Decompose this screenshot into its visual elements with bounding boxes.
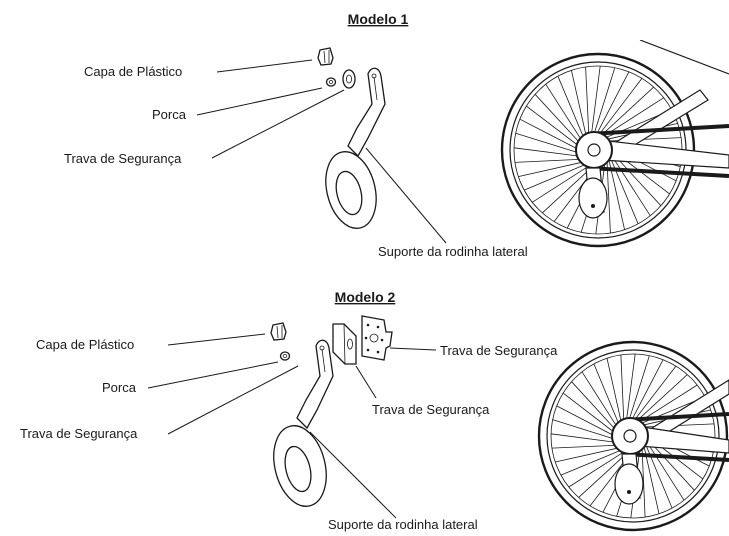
model-2-training-wheel bbox=[273, 425, 327, 507]
model-1-wheel-bracket-part bbox=[347, 67, 386, 158]
wheel-spoke bbox=[590, 65, 601, 138]
wheel-spoke bbox=[571, 70, 588, 142]
wheel-spoke bbox=[551, 444, 623, 449]
model-2-label-nut: Porca bbox=[102, 380, 137, 395]
model-1-safety-lock-part bbox=[342, 69, 356, 89]
model-2-label-safety-lock: Trava de Segurança bbox=[20, 426, 138, 441]
model-2-safety-lock-plate-folded bbox=[332, 323, 357, 365]
wheel-spoke bbox=[602, 97, 665, 138]
wheel-spoke bbox=[581, 371, 621, 432]
wheel-spoke bbox=[534, 94, 585, 148]
wheel-spoke bbox=[641, 446, 646, 518]
model-2-bicycle-rear-wheel-illustration bbox=[537, 340, 729, 532]
wheel-spoke bbox=[568, 448, 629, 488]
model-2-safety-lock-plate-holed bbox=[361, 315, 393, 361]
wheel-spoke bbox=[595, 71, 630, 137]
model-1-label-nut: Porca bbox=[152, 107, 187, 122]
model-2-label-safety-lock-plate-right: Trava de Segurança bbox=[440, 343, 558, 358]
wheel-spoke bbox=[562, 392, 620, 437]
wheel-spoke bbox=[514, 158, 588, 163]
model-2-section: Modelo 2 Capa de Plástico Porca Trava de… bbox=[20, 289, 729, 532]
wheel-spoke bbox=[610, 154, 651, 217]
wheel-spoke bbox=[593, 363, 622, 430]
wheel-spoke bbox=[571, 381, 620, 434]
wheel-spoke bbox=[632, 365, 677, 423]
wheel-spoke bbox=[531, 162, 594, 203]
model-1-leader-cap bbox=[216, 59, 313, 73]
model-1-bicycle-rear-wheel-illustration bbox=[500, 40, 729, 248]
model-1-label-safety-lock: Trava de Segurança bbox=[64, 151, 182, 166]
wheel-spoke bbox=[635, 374, 688, 423]
wheel-spoke bbox=[597, 78, 643, 137]
model-2-label-plastic-cap: Capa de Plástico bbox=[36, 337, 134, 352]
model-2-leader-plate-below bbox=[355, 365, 377, 399]
model-1-leader-nut bbox=[196, 87, 323, 116]
wheel-spoke bbox=[592, 67, 616, 137]
wheel-spoke bbox=[560, 447, 627, 476]
model-1-section: Modelo 1 Capa de Plástico Porca Trava de… bbox=[64, 11, 729, 259]
model-1-nut-part bbox=[325, 77, 337, 87]
wheel-spoke bbox=[645, 440, 685, 501]
model-1-label-plastic-cap: Capa de Plástico bbox=[84, 64, 182, 79]
model-2-leader-cap bbox=[167, 333, 266, 346]
model-2-leader-plate-right bbox=[389, 347, 437, 351]
wheel-spoke bbox=[606, 160, 611, 234]
model-1-leader-lock bbox=[211, 89, 345, 159]
wheel-spoke bbox=[524, 161, 592, 191]
wheel-spoke bbox=[585, 66, 590, 140]
model-2-label-wheel-bracket: Suporte da rodinha lateral bbox=[328, 517, 478, 532]
model-1-leader-bracket bbox=[365, 147, 447, 244]
model-2-leader-lock bbox=[167, 365, 299, 435]
model-2-leader-bracket bbox=[309, 431, 397, 519]
wheel-spoke bbox=[620, 354, 625, 426]
wheel-spoke bbox=[606, 358, 623, 428]
wheel-spoke bbox=[557, 76, 587, 144]
wheel-spoke bbox=[519, 118, 585, 153]
wheel-spoke bbox=[552, 419, 620, 442]
wheel-spoke bbox=[550, 433, 621, 444]
model-2-nut-part bbox=[279, 351, 291, 361]
wheel-spoke bbox=[630, 359, 664, 423]
wheel-spoke bbox=[637, 384, 698, 424]
wheel-spoke bbox=[513, 147, 586, 158]
model-2-label-safety-lock-plate-below: Trava de Segurança bbox=[372, 402, 490, 417]
model-1-label-wheel-bracket: Suporte da rodinha lateral bbox=[378, 244, 528, 259]
model-2-leader-nut bbox=[147, 361, 279, 389]
wheel-spoke bbox=[555, 446, 625, 463]
wheel-spoke bbox=[515, 132, 585, 156]
model-2-wheel-bracket-part bbox=[296, 339, 334, 430]
wheel-spoke bbox=[600, 86, 654, 137]
model-1-title: Modelo 1 bbox=[348, 11, 409, 27]
model-2-title: Modelo 2 bbox=[335, 289, 396, 305]
wheel-spoke bbox=[625, 353, 636, 424]
model-1-plastic-cap-part bbox=[317, 47, 334, 66]
model-1-training-wheel bbox=[325, 151, 377, 229]
wheel-spoke bbox=[518, 160, 590, 177]
model-2-plastic-cap-part bbox=[270, 322, 287, 341]
wheel-spoke bbox=[545, 83, 586, 146]
wheel-spoke bbox=[526, 105, 585, 151]
wheel-spoke bbox=[556, 405, 620, 439]
wheel-spoke bbox=[627, 355, 650, 423]
